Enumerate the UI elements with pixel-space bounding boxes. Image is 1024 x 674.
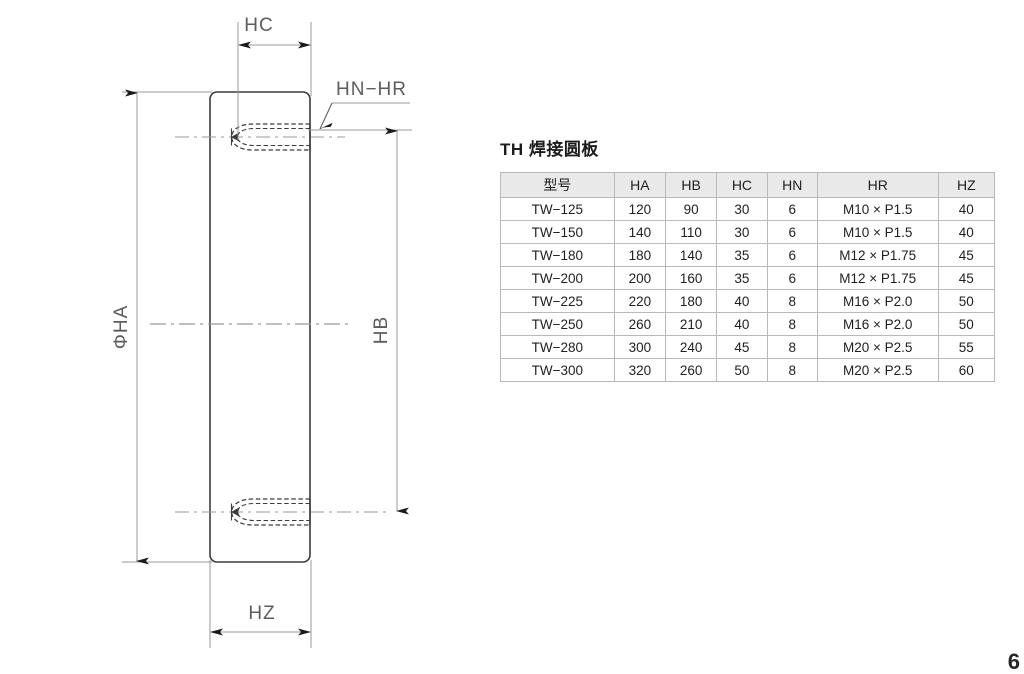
leader-hn-hr: HN−HR — [318, 79, 410, 130]
cell-hc: 30 — [716, 220, 768, 245]
cell-model: TW−180 — [500, 243, 615, 268]
spec-title: TH 焊接圆板 — [500, 140, 599, 159]
cell-hc: 35 — [716, 243, 768, 268]
cell-hb: 240 — [664, 335, 718, 360]
cell-hr: M20 × P2.5 — [816, 335, 939, 360]
cell-hz: 50 — [937, 289, 996, 314]
hn-hr-leader-line — [318, 102, 333, 130]
hc-label: HC — [244, 15, 273, 36]
cell-hn: 8 — [766, 289, 818, 314]
hb-label: HB — [371, 316, 392, 344]
cell-hz: 40 — [937, 197, 996, 222]
dimension-hb: HB — [308, 127, 412, 515]
cell-hc: 40 — [716, 289, 768, 314]
cell-model: TW−225 — [500, 289, 615, 314]
specification-panel: TH 焊接圆板 型号 HA HB HC HN HR HZ TW−125 120 … — [500, 140, 996, 383]
column-header-hz: HZ — [937, 172, 996, 199]
drawing-canvas: HC HN−HR ΦHA HB HZ — [111, 15, 412, 648]
table-row: TW−250 260 210 40 8 M16 × P2.0 50 — [500, 312, 996, 337]
cell-hb: 260 — [664, 358, 718, 383]
cell-hb: 160 — [664, 266, 718, 291]
thread-tip-arrow-bottom — [231, 507, 240, 517]
cell-hb: 90 — [664, 197, 718, 222]
cell-model: TW−280 — [500, 335, 615, 360]
dimension-hc: HC — [237, 15, 312, 140]
column-header-hn: HN — [766, 172, 818, 199]
table-row: TW−200 200 160 35 6 M12 × P1.75 45 — [500, 266, 996, 291]
cell-hb: 110 — [664, 220, 718, 245]
cell-model: TW−150 — [500, 220, 615, 245]
cell-hc: 40 — [716, 312, 768, 337]
table-row: TW−225 220 180 40 8 M16 × P2.0 50 — [500, 289, 996, 314]
cell-ha: 180 — [613, 243, 666, 268]
column-header-model: 型号 — [500, 172, 615, 199]
phi-ha-label: ΦHA — [111, 305, 132, 350]
cell-hn: 8 — [766, 335, 818, 360]
cell-hc: 30 — [716, 197, 768, 222]
cell-hr: M12 × P1.75 — [816, 266, 939, 291]
cell-hr: M12 × P1.75 — [816, 243, 939, 268]
cell-ha: 140 — [613, 220, 666, 245]
cell-ha: 320 — [613, 358, 666, 383]
cell-hr: M10 × P1.5 — [816, 197, 939, 222]
threaded-hole-bottom — [175, 498, 390, 526]
dimension-phi-ha: ΦHA — [111, 89, 212, 565]
cell-hz: 40 — [937, 220, 996, 245]
cell-ha: 260 — [613, 312, 666, 337]
cell-hn: 8 — [766, 358, 818, 383]
cell-hb: 140 — [664, 243, 718, 268]
cell-hr: M16 × P2.0 — [816, 312, 939, 337]
cell-hc: 35 — [716, 266, 768, 291]
cell-hz: 50 — [937, 312, 996, 337]
cell-hn: 6 — [766, 266, 818, 291]
cell-model: TW−250 — [500, 312, 615, 337]
column-header-hc: HC — [716, 172, 768, 199]
table-row: TW−150 140 110 30 6 M10 × P1.5 40 — [500, 220, 996, 245]
table-row: TW−180 180 140 35 6 M12 × P1.75 45 — [500, 243, 996, 268]
table-header-row: 型号 HA HB HC HN HR HZ — [500, 172, 996, 199]
table-row: TW−125 120 90 30 6 M10 × P1.5 40 — [500, 197, 996, 222]
cell-model: TW−200 — [500, 266, 615, 291]
thread-major-outline — [230, 123, 310, 151]
cell-hn: 6 — [766, 220, 818, 245]
cell-hz: 45 — [937, 266, 996, 291]
table-row: TW−300 320 260 50 8 M20 × P2.5 60 — [500, 358, 996, 383]
cell-ha: 120 — [613, 197, 666, 222]
cell-hn: 6 — [766, 243, 818, 268]
page-number: 6 — [1007, 649, 1020, 674]
cell-hn: 6 — [766, 197, 818, 222]
table-row: TW−280 300 240 45 8 M20 × P2.5 55 — [500, 335, 996, 360]
specification-table: 型号 HA HB HC HN HR HZ TW−125 120 90 30 6 … — [500, 172, 996, 383]
cell-ha: 200 — [613, 266, 666, 291]
cell-hz: 60 — [937, 358, 996, 383]
cell-hr: M10 × P1.5 — [816, 220, 939, 245]
column-header-hr: HR — [816, 172, 939, 199]
cell-model: TW−125 — [500, 197, 615, 222]
hz-label: HZ — [248, 603, 275, 624]
cell-hz: 55 — [937, 335, 996, 360]
hn-hr-label: HN−HR — [336, 79, 407, 100]
technical-drawing-panel: HC HN−HR ΦHA HB HZ — [0, 0, 470, 665]
cell-hb: 210 — [664, 312, 718, 337]
cell-hz: 45 — [937, 243, 996, 268]
dimension-hz: HZ — [209, 560, 312, 648]
cell-ha: 220 — [613, 289, 666, 314]
cell-hr: M16 × P2.0 — [816, 289, 939, 314]
column-header-hb: HB — [664, 172, 718, 199]
cell-hc: 50 — [716, 358, 768, 383]
thread-minor-outline — [236, 127, 310, 147]
thread-minor-outline-bottom — [236, 502, 310, 522]
cell-model: TW−300 — [500, 358, 615, 383]
cell-hn: 8 — [766, 312, 818, 337]
column-header-ha: HA — [613, 172, 666, 199]
thread-major-outline-bottom — [230, 498, 310, 526]
cell-hc: 45 — [716, 335, 768, 360]
cell-hb: 180 — [664, 289, 718, 314]
cell-hr: M20 × P2.5 — [816, 358, 939, 383]
welded-round-plate-body — [209, 91, 311, 563]
cell-ha: 300 — [613, 335, 666, 360]
threaded-hole-top — [175, 123, 345, 151]
